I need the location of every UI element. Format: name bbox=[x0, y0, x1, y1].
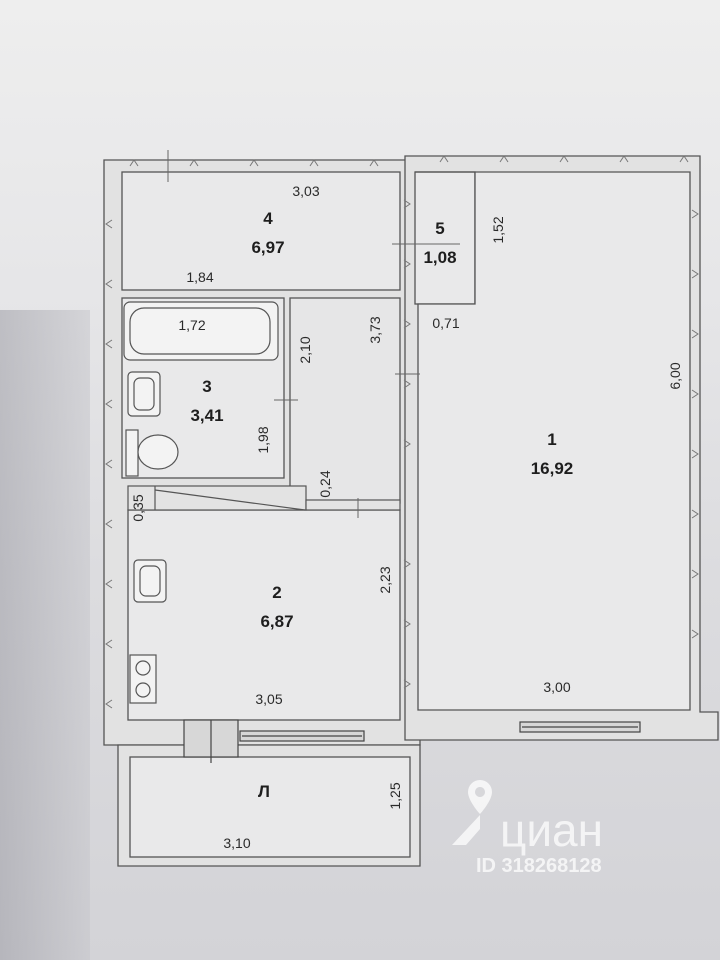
dim-room4-top: 3,03 bbox=[292, 183, 319, 199]
room-3-area-value: 3,41 bbox=[190, 406, 223, 425]
room-5-number: 5 bbox=[435, 219, 444, 238]
dim-room5-side: 1,52 bbox=[490, 216, 506, 243]
room-4-number: 4 bbox=[263, 209, 273, 228]
watermark-brand: циан bbox=[500, 804, 603, 856]
dim-bath-height: 2,10 bbox=[297, 336, 313, 363]
room-5-area-value: 1,08 bbox=[423, 248, 456, 267]
dim-corridor-height: 3,73 bbox=[367, 316, 383, 343]
partition bbox=[127, 485, 401, 511]
triangle-row-left bbox=[105, 219, 113, 709]
dim-balcony-height: 1,25 bbox=[387, 782, 403, 809]
dim-bathtub: 1,72 bbox=[178, 317, 205, 333]
dim-kitchen-width: 3,05 bbox=[255, 691, 282, 707]
room-4-area-value: 6,97 bbox=[251, 238, 284, 257]
dim-partition: 0,35 bbox=[130, 494, 146, 521]
bathtub-fixture bbox=[123, 301, 279, 361]
room-2-area bbox=[127, 509, 401, 721]
toilet-tank bbox=[125, 429, 139, 477]
room-3-number: 3 bbox=[202, 377, 211, 396]
bath-sink bbox=[127, 371, 161, 417]
dim-step: 0,24 bbox=[317, 470, 333, 497]
stove-burner-bottom bbox=[135, 682, 151, 698]
dim-room1-height: 6,00 bbox=[667, 362, 683, 389]
bath-sink-inner bbox=[133, 377, 155, 411]
dim-bath-lower: 1,98 bbox=[255, 426, 271, 453]
dim-balcony-width: 3,10 bbox=[223, 835, 250, 851]
watermark-id: ID 318268128 bbox=[476, 855, 602, 877]
triangle-row-middle bbox=[403, 199, 411, 689]
room-fills bbox=[121, 171, 691, 858]
room-5-area bbox=[414, 171, 476, 305]
wall-triangles bbox=[105, 155, 699, 709]
windows bbox=[183, 719, 641, 763]
room-2-area-value: 6,87 bbox=[260, 612, 293, 631]
corridor-area bbox=[289, 297, 401, 504]
balcony-label: Л bbox=[258, 782, 270, 801]
toilet-bowl bbox=[137, 434, 179, 470]
dim-room5-bottom: 0,71 bbox=[432, 315, 459, 331]
dim-room1-width: 3,00 bbox=[543, 679, 570, 695]
kitchen-sink-inner bbox=[139, 565, 161, 597]
step-block bbox=[305, 499, 401, 511]
room-1-area bbox=[415, 171, 691, 711]
location-pin-icon bbox=[452, 780, 492, 845]
triangle-row-right bbox=[691, 209, 699, 639]
partition-diagonal bbox=[154, 489, 306, 511]
dim-room4-bottom: 1,84 bbox=[186, 269, 213, 285]
room-1-area-value: 16,92 bbox=[531, 459, 574, 478]
kitchen-sink bbox=[133, 559, 167, 603]
toilet-fixture bbox=[125, 429, 179, 477]
shadow-area bbox=[0, 310, 90, 960]
watermark: циан ID 318268128 bbox=[452, 780, 603, 877]
room-2-number: 2 bbox=[272, 583, 281, 602]
balcony-area bbox=[129, 756, 411, 858]
stove-fixture bbox=[129, 654, 157, 704]
bathtub-inner bbox=[129, 307, 271, 355]
room-4-area bbox=[121, 171, 401, 291]
stove-burner-top bbox=[135, 660, 151, 676]
dim-kitchen-height: 2,23 bbox=[377, 566, 393, 593]
wall-ticks bbox=[167, 150, 460, 518]
room-1-number: 1 bbox=[547, 430, 556, 449]
triangle-row-top bbox=[129, 155, 689, 167]
